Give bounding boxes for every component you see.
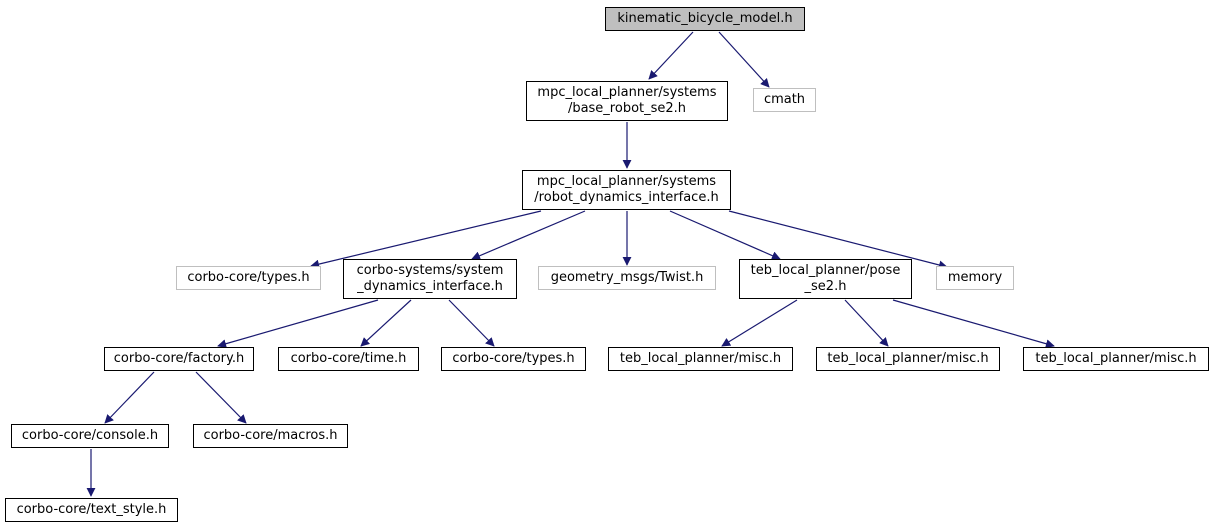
node-robot-dynamics-interface[interactable]: mpc_local_planner/systems /robot_dynamic… [522,170,731,210]
edge-robot-dyn-to-memory [728,210,948,270]
node-corbo-time[interactable]: corbo-core/time.h [278,347,419,371]
node-corbo-console[interactable]: corbo-core/console.h [11,424,169,448]
node-geometry-msgs-twist: geometry_msgs/Twist.h [538,266,716,290]
edge-robot-dyn-to-corbo-types [310,210,542,269]
node-system-dynamics-interface[interactable]: corbo-systems/system _dynamics_interface… [343,259,517,299]
node-cmath: cmath [753,88,816,112]
edge-robot-dyn-to-system-dyn [471,210,586,260]
edge-factory-to-console [104,371,155,424]
edge-root-to-base-robot [648,31,694,80]
edge-robot-dyn-to-pose-se2 [669,210,781,260]
edge-root-to-cmath [718,31,770,88]
edge-factory-to-macros [195,371,247,424]
edge-system-dyn-to-factory [217,299,379,349]
node-corbo-types-external: corbo-core/types.h [176,266,321,290]
node-pose-se2[interactable]: teb_local_planner/pose _se2.h [739,259,912,299]
node-corbo-factory[interactable]: corbo-core/factory.h [104,347,254,371]
node-teb-misc-2[interactable]: teb_local_planner/misc.h [816,347,1000,371]
node-teb-misc-1[interactable]: teb_local_planner/misc.h [608,347,793,371]
node-base-robot-se2[interactable]: mpc_local_planner/systems /base_robot_se… [526,81,728,121]
edge-system-dyn-to-time [360,299,412,347]
node-corbo-macros[interactable]: corbo-core/macros.h [193,424,348,448]
edge-pose-se2-to-misc-2 [844,299,889,347]
node-teb-misc-3[interactable]: teb_local_planner/misc.h [1023,347,1209,371]
node-corbo-types[interactable]: corbo-core/types.h [441,347,586,371]
node-memory: memory [936,266,1014,290]
node-kinematic-bicycle-model: kinematic_bicycle_model.h [605,7,805,31]
node-corbo-text-style[interactable]: corbo-core/text_style.h [5,498,178,522]
edge-pose-se2-to-misc-3 [892,299,1055,349]
edge-pose-se2-to-misc-1 [721,299,798,347]
edge-system-dyn-to-corbo-types [448,299,495,347]
